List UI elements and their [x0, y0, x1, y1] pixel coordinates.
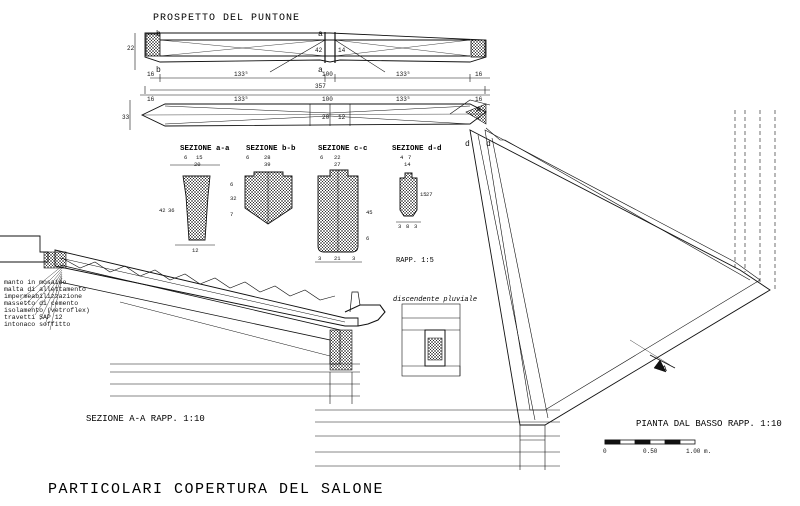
dim-label: 16	[147, 71, 155, 78]
letter-A-plan: A	[662, 365, 667, 374]
dim-label: 3	[414, 223, 417, 230]
dim-label: 39	[264, 161, 271, 168]
dim-label: 3	[398, 223, 401, 230]
plan-caption: PIANTA DAL BASSO RAPP. 1:10	[636, 419, 782, 429]
dim-label: 27	[426, 191, 433, 198]
dim-label: 32	[230, 195, 237, 202]
dim-label: 133⁵	[396, 71, 410, 78]
layer-7: intonaco soffitto	[4, 321, 70, 328]
layer-2: malta di allettamento	[4, 286, 86, 293]
dim-label: 6	[320, 154, 323, 161]
dim-label: 12	[192, 247, 199, 254]
elevation-title: PROSPETTO DEL PUNTONE	[153, 13, 300, 24]
section-d-d-shape	[396, 172, 421, 223]
dim-label: 36	[168, 207, 175, 214]
dim-label: 16	[475, 71, 483, 78]
dim-label: 6	[184, 154, 187, 161]
dim-label: 133⁵	[234, 96, 248, 103]
dim-label: 42	[315, 47, 323, 54]
section-a-a-shape	[170, 164, 220, 246]
layer-3: impermeabilizzazione	[4, 293, 82, 300]
dim-label: 100	[322, 71, 333, 78]
dim-label: 33	[122, 114, 130, 121]
plan-from-below	[315, 99, 776, 470]
strut-plan-view	[129, 94, 490, 130]
dim-label: 27	[334, 161, 341, 168]
scale-label-0: 0	[603, 448, 607, 455]
dim-label: 21	[334, 255, 341, 262]
dim-label: 14	[404, 161, 411, 168]
layers-legend: manto in mosaico malta di allettamento i…	[4, 279, 90, 328]
dim-label: 133⁵	[234, 71, 248, 78]
dim-label: 28	[264, 154, 271, 161]
section-d-d-label: SEZIONE d-d	[392, 145, 442, 153]
letter-a-top: a	[318, 30, 323, 39]
dim-label: 7	[408, 154, 411, 161]
dim-label: 45	[366, 209, 373, 216]
letter-b-bottom: b	[156, 66, 161, 75]
strut-elevation	[134, 32, 490, 94]
dim-label: 16	[475, 96, 483, 103]
scale-bar-labels: 0 0.50 1.00 m.	[603, 448, 711, 455]
dim-label: 7	[230, 211, 233, 218]
letter-b-top: b	[156, 30, 161, 39]
dim-label: 42	[159, 207, 166, 214]
dim-label: 4	[400, 154, 404, 161]
section-a-a-label: SEZIONE a-a	[180, 145, 230, 153]
sections-scale-label: RAPP. 1:5	[396, 257, 434, 265]
dim-label: 15	[196, 154, 203, 161]
dim-label: 357	[315, 83, 326, 90]
section-d-d-dimensions: 4 7 14 27 15 3 8 3	[398, 154, 433, 230]
dim-label: 14	[338, 47, 346, 54]
section-letters: a a b b A A d d	[156, 30, 667, 374]
section-c-c-dimensions: 6 22 27 45 6 3 21 3	[318, 154, 373, 262]
dim-label: 20	[194, 161, 201, 168]
scale-label-050: 0.50	[643, 448, 658, 455]
letter-a-bottom: a	[318, 66, 323, 75]
dim-label: 16	[147, 96, 155, 103]
section-c-c-shape	[315, 169, 362, 263]
scale-bar	[604, 439, 696, 445]
letter-d-left: d	[465, 140, 470, 149]
layer-4: massetto di cemento	[4, 300, 78, 307]
dim-label: 6	[246, 154, 249, 161]
dim-label: 22	[127, 45, 135, 52]
section-b-b-dimensions: 6 28 39 6 32 7	[230, 154, 271, 218]
letter-d-right: d	[486, 140, 491, 149]
dim-label: 3	[352, 255, 355, 262]
letter-A-top: A	[476, 106, 481, 115]
dim-label: 12	[338, 114, 346, 121]
roof-section-a-a	[0, 235, 386, 404]
downpipe-label: discendente pluviale	[393, 296, 477, 304]
dim-label: 15	[420, 191, 427, 198]
elevation-dimensions: 16 133⁵ 357 100 133⁵ 16 22 42 14	[127, 45, 483, 90]
downpipe-detail	[401, 303, 461, 377]
dim-label: 133⁵	[396, 96, 410, 103]
section-a-a-dimensions: 6 15 20 42 36 12	[159, 154, 203, 254]
layer-6: travetti SAP 12	[4, 314, 63, 321]
dim-label: 100	[322, 96, 333, 103]
drawing-title: PARTICOLARI COPERTURA DEL SALONE	[48, 481, 384, 498]
layer-5: isolamento (vetroflex)	[4, 307, 90, 314]
layer-1: manto in mosaico	[4, 279, 67, 286]
dim-label: 6	[230, 181, 233, 188]
scale-label-100: 1.00 m.	[686, 448, 711, 455]
section-b-b-label: SEZIONE b-b	[246, 145, 296, 153]
section-aa-caption: SEZIONE A-A RAPP. 1:10	[86, 414, 205, 424]
dim-label: 20	[322, 114, 330, 121]
dim-label: 6	[366, 235, 369, 242]
dim-label: 3	[318, 255, 321, 262]
dim-label: 22	[334, 154, 341, 161]
plan-view-dimensions: 16 133⁵ 100 133⁵ 16 20 12 33	[122, 96, 483, 121]
section-c-c-label: SEZIONE c-c	[318, 145, 368, 153]
section-b-b-shape	[244, 171, 293, 225]
dim-label: 8	[406, 223, 409, 230]
